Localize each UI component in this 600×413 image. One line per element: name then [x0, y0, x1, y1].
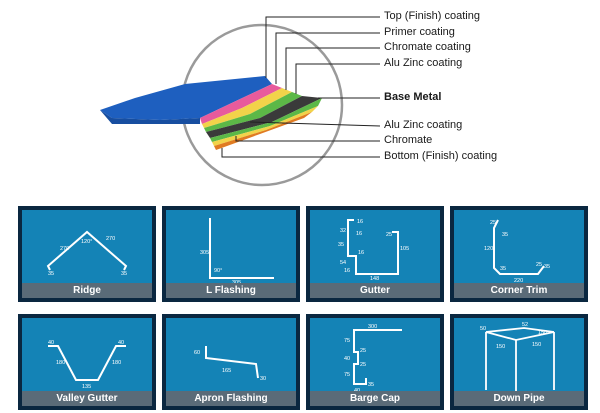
ridge-dim-2: 270: [60, 246, 69, 252]
down-pipe-dim-5: 150: [538, 330, 547, 336]
label-base-metal: Base Metal: [384, 91, 442, 103]
barge-cap-dim-1: 300: [368, 324, 377, 330]
label-top-finish-coating: Top (Finish) coating: [384, 10, 480, 22]
profile-panel-corner-trim: 25 35 120 35 25 220 35 Corner Trim: [450, 206, 588, 302]
valley-gutter-dim-3: 135: [82, 384, 91, 390]
profile-panel-gutter: 16 32 16 25 105 35 16 54 16 148 Gutter: [306, 206, 444, 302]
barge-cap-dim-3: 25: [360, 348, 366, 354]
layer-primer: [200, 84, 282, 124]
l-flashing-dim-1: 305: [200, 250, 209, 256]
valley-gutter-dim-1: 40: [48, 340, 54, 346]
profile-panel-l-flashing: 305 90° 305 L Flashing: [162, 206, 300, 302]
apron-flashing-dim-3: 30: [260, 376, 266, 382]
l-flashing-caption: L Flashing: [166, 283, 296, 298]
down-pipe-dim-2: 52: [522, 322, 528, 328]
layer-chromate-top: [202, 88, 292, 128]
sheet-top-coating: [100, 76, 272, 120]
coating-layers-diagram: [100, 16, 381, 187]
ridge-dim-3: 120°: [81, 239, 92, 245]
valley-gutter-dim-5: 40: [118, 340, 124, 346]
gutter-dim-1: 16: [357, 219, 363, 225]
gutter-dim-4: 25: [386, 232, 392, 238]
ridge-profile-drawing: 35 270 120° 270 35: [46, 230, 128, 277]
label-chromate: Chromate: [384, 134, 433, 146]
apron-flashing-dim-2: 165: [222, 368, 231, 374]
barge-cap-dim-8: 35: [368, 382, 374, 388]
sheet-edge: [100, 110, 200, 124]
l-flashing-dim-2: 90°: [214, 268, 222, 274]
corner-trim-caption: Corner Trim: [454, 283, 584, 298]
leader-lines: [221, 16, 381, 158]
gutter-dim-7: 16: [358, 250, 364, 256]
profile-panel-valley-gutter: 40 180 135 180 40 Valley Gutter: [18, 314, 156, 410]
down-pipe-dim-3: 150: [496, 344, 505, 350]
corner-trim-dim-5: 25: [536, 262, 542, 268]
ridge-dim-5: 35: [121, 271, 127, 277]
label-alu-zinc-coating-top: Alu Zinc coating: [384, 57, 463, 69]
ridge-caption: Ridge: [22, 283, 152, 298]
gutter-dim-9: 16: [344, 268, 350, 274]
label-chromate-coating: Chromate coating: [384, 41, 471, 53]
valley-gutter-dim-4: 180: [112, 360, 121, 366]
layer-chromate-bottom: [212, 106, 318, 146]
gutter-dim-6: 35: [338, 242, 344, 248]
barge-cap-caption: Barge Cap: [310, 391, 440, 406]
gutter-profile-drawing: 16 32 16 25 105 35 16 54 16 148: [338, 219, 409, 282]
corner-trim-dim-6: 220: [514, 278, 523, 284]
label-primer-coating: Primer coating: [384, 26, 455, 38]
layer-aluzinc-bottom: [210, 98, 322, 142]
down-pipe-caption: Down Pipe: [454, 391, 584, 406]
corner-trim-dim-4: 35: [500, 266, 506, 272]
profile-panel-barge-cap: 300 75 25 40 25 75 40 35 Barge Cap: [306, 314, 444, 410]
gutter-dim-3: 16: [356, 231, 362, 237]
valley-gutter-profile-drawing: 40 180 135 180 40: [48, 340, 126, 390]
apron-flashing-dim-1: 60: [194, 350, 200, 356]
barge-cap-dim-6: 75: [344, 372, 350, 378]
label-alu-zinc-coating-bottom: Alu Zinc coating: [384, 119, 463, 131]
gutter-dim-10: 148: [370, 276, 379, 282]
layer-aluzinc-top: [204, 92, 302, 132]
barge-cap-dim-4: 40: [344, 356, 350, 362]
down-pipe-dim-1: 50: [480, 326, 486, 332]
down-pipe-dim-4: 150: [532, 342, 541, 348]
corner-trim-dim-2: 35: [502, 232, 508, 238]
valley-gutter-dim-2: 180: [56, 360, 65, 366]
label-bottom-finish-coating: Bottom (Finish) coating: [384, 150, 498, 162]
ridge-dim-4: 270: [106, 236, 115, 242]
gutter-caption: Gutter: [310, 283, 440, 298]
apron-flashing-profile-drawing: 60 165 30: [194, 346, 266, 382]
corner-trim-dim-1: 25: [490, 220, 496, 226]
valley-gutter-caption: Valley Gutter: [22, 391, 152, 406]
barge-cap-dim-5: 25: [360, 362, 366, 368]
apron-flashing-caption: Apron Flashing: [166, 391, 296, 406]
corner-trim-dim-3: 120: [484, 246, 493, 252]
gutter-dim-2: 32: [340, 228, 346, 234]
down-pipe-profile-drawing: 50 52 150 150 150: [480, 322, 555, 398]
profile-panel-down-pipe: 50 52 150 150 150 Down Pipe: [450, 314, 588, 410]
layer-base-metal: [206, 96, 322, 138]
gutter-dim-8: 54: [340, 260, 346, 266]
profile-panel-apron-flashing: 60 165 30 Apron Flashing: [162, 314, 300, 410]
profile-panel-ridge: 35 270 120° 270 35 Ridge: [18, 206, 156, 302]
barge-cap-dim-2: 75: [344, 338, 350, 344]
gutter-dim-5: 105: [400, 246, 409, 252]
corner-trim-dim-7: 35: [544, 264, 550, 270]
ridge-dim-1: 35: [48, 271, 54, 277]
corner-trim-profile-drawing: 25 35 120 35 25 220 35: [484, 219, 550, 284]
